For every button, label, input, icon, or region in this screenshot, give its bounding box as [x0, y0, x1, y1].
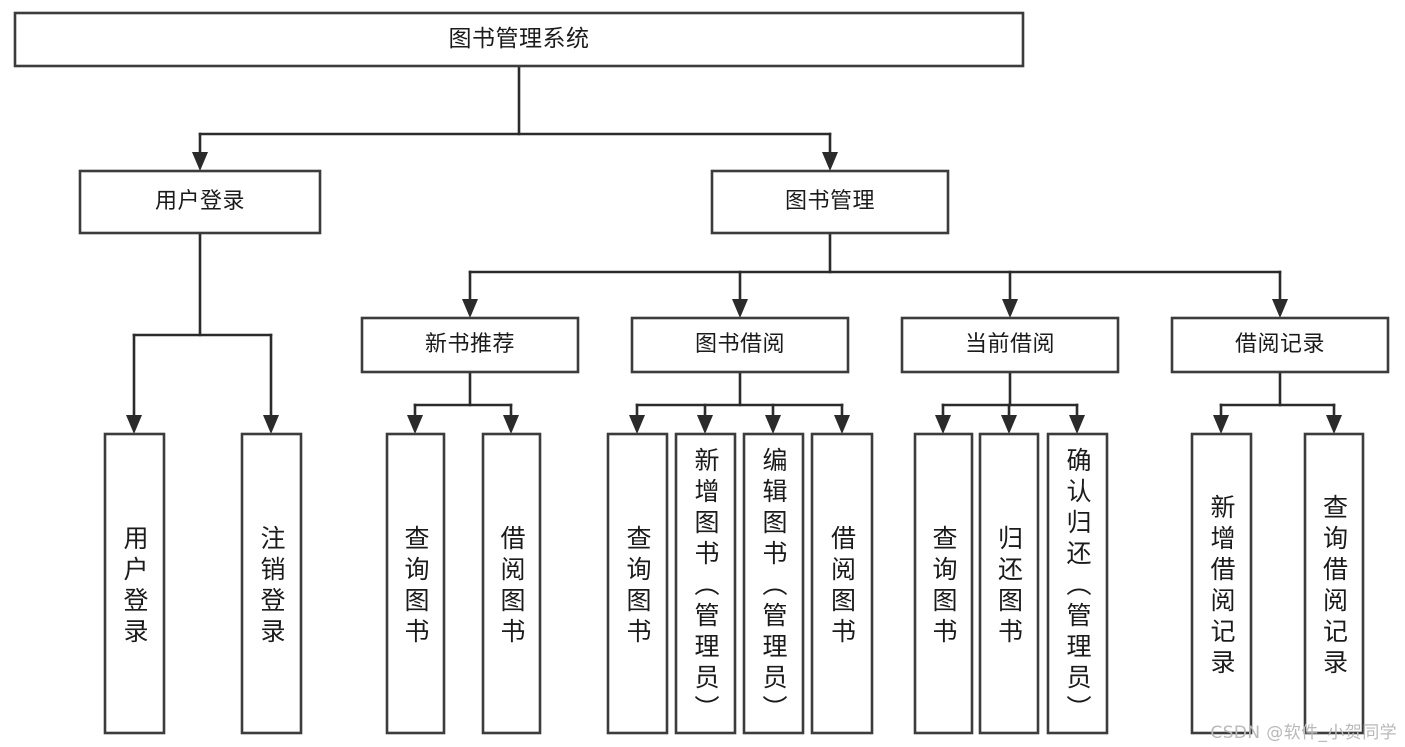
arrow-head-borrow_to_leaves-3: [834, 415, 850, 434]
arrow-head-current_to_leaves-1: [1001, 415, 1017, 434]
arrow-head-current_to_leaves-2: [1069, 415, 1085, 434]
arrow-head-login_to_leaves-0: [126, 415, 142, 434]
connector-layer: [126, 64, 1342, 434]
level2-box-1[interactable]: [710, 169, 950, 235]
arrow-head-borrow_to_leaves-1: [697, 415, 713, 434]
leaf-box-7[interactable]: [810, 432, 874, 735]
leaf-box-5[interactable]: [674, 432, 737, 735]
arrow-head-books_to_level3-2: [1002, 299, 1018, 318]
level3-box-0[interactable]: [360, 316, 580, 374]
level2-box-0[interactable]: [78, 169, 322, 235]
leaf-box-8[interactable]: [913, 432, 974, 735]
watermark-text: CSDN @软件_小贺同学: [1210, 723, 1397, 743]
arrow-head-borrow_to_leaves-2: [765, 415, 781, 434]
leaf-box-3[interactable]: [481, 432, 542, 735]
leaf-box-2[interactable]: [385, 432, 446, 735]
arrow-head-books_to_level3-1: [732, 299, 748, 318]
arrow-head-books_to_level3-0: [462, 299, 478, 318]
leaf-box-6[interactable]: [742, 432, 805, 735]
leaf-box-1[interactable]: [240, 432, 303, 735]
arrow-head-record_to_leaves-0: [1213, 415, 1229, 434]
arrow-head-record_to_leaves-1: [1326, 415, 1342, 434]
arrow-head-login_to_leaves-1: [263, 415, 279, 434]
leaf-box-0[interactable]: [103, 432, 166, 735]
leaf-box-10[interactable]: [1046, 432, 1109, 735]
level3-box-2[interactable]: [900, 316, 1120, 374]
level3-box-3[interactable]: [1170, 316, 1390, 374]
arrow-head-newbook_to_leaves-0: [407, 415, 423, 434]
root-box-0[interactable]: [13, 11, 1025, 68]
arrow-head-newbook_to_leaves-1: [503, 415, 519, 434]
leaf-box-4[interactable]: [606, 432, 669, 735]
arrow-head-borrow_to_leaves-0: [629, 415, 645, 434]
leaf-box-12[interactable]: [1303, 432, 1365, 735]
leaf-box-11[interactable]: [1190, 432, 1253, 735]
arrow-head-root_to_level2-1: [822, 152, 838, 171]
arrow-head-root_to_level2-0: [192, 152, 208, 171]
level3-box-1[interactable]: [630, 316, 850, 374]
node-box-layer: [13, 11, 1390, 735]
arrow-head-current_to_leaves-0: [935, 415, 951, 434]
arrow-head-books_to_level3-3: [1272, 299, 1288, 318]
leaf-box-9[interactable]: [978, 432, 1040, 735]
